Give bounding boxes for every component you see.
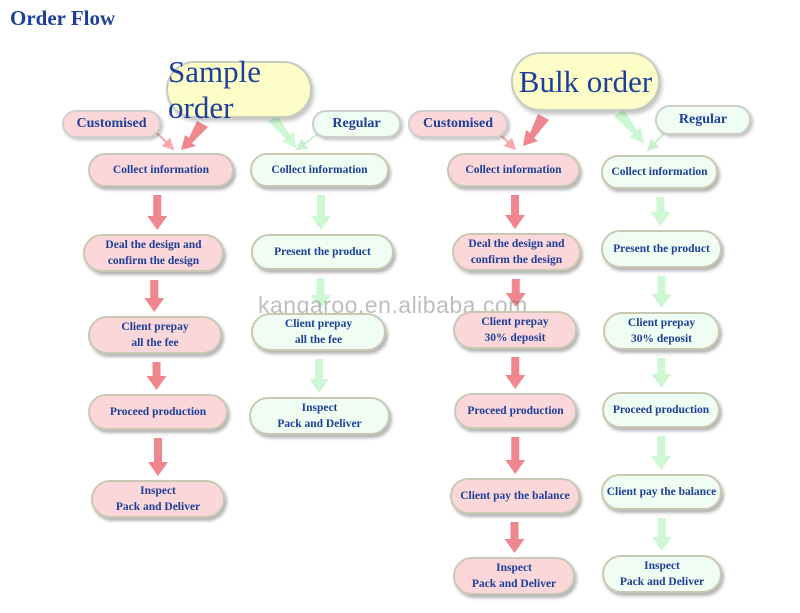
bulk-customised-arrow — [505, 279, 526, 307]
bulk-regular-arrow — [651, 436, 672, 470]
bulk-regular-branch-arrow — [614, 110, 644, 144]
bulk-customised-arrow — [505, 357, 526, 389]
sample-regular-step: Inspect Pack and Deliver — [249, 397, 390, 435]
sample-regular-step: Collect information — [250, 153, 389, 187]
bulk-customised-step: Inspect Pack and Deliver — [453, 557, 575, 595]
sample-regular-arrow — [311, 195, 331, 230]
sample-regular-arrow — [309, 359, 329, 393]
bulk-regular-arrow — [651, 518, 672, 551]
sample-customised-step: Deal the design and confirm the design — [83, 234, 224, 272]
sample-customised-step: Proceed production — [88, 394, 228, 430]
bulk-regular-step: Inspect Pack and Deliver — [602, 555, 722, 593]
sample-customised-arrow — [146, 362, 167, 390]
sample-customised-tag: Customised — [62, 110, 161, 138]
bulk-customised-arrow — [504, 522, 525, 553]
sample-customised-step: Collect information — [88, 153, 234, 187]
bulk-regular-arrow — [651, 358, 672, 388]
bulk-regular-arrow — [651, 276, 672, 308]
sample-customised-arrow — [144, 280, 165, 312]
sample-customised-step: Inspect Pack and Deliver — [91, 480, 225, 518]
bulk-customised-step: Client prepay 30% deposit — [453, 311, 577, 349]
sample-regular-arrow — [310, 278, 331, 309]
bulk-regular-step: Present the product — [601, 230, 722, 268]
bulk-order-bubble: Bulk order — [511, 52, 660, 111]
bulk-customised-step: Proceed production — [454, 393, 577, 429]
sample-regular-branch-arrow — [268, 116, 296, 148]
bulk-customised-arrow — [505, 437, 526, 474]
bulk-regular-tag: Regular — [655, 105, 751, 135]
bulk-regular-step: Client prepay 30% deposit — [603, 312, 720, 350]
sample-customised-branch-arrow — [181, 121, 208, 150]
bulk-customised-step: Collect information — [447, 153, 580, 187]
bulk-customised-step: Client pay the balance — [450, 478, 580, 514]
sample-order-bubble: Sample order — [166, 54, 312, 125]
bulk-regular-step: Proceed production — [602, 392, 720, 428]
bulk-regular-step: Client pay the balance — [601, 474, 722, 510]
sample-customised-arrow — [147, 195, 168, 230]
bulk-customised-arrow — [505, 195, 525, 229]
sample-customised-arrow — [148, 438, 168, 476]
page-title: Order Flow — [10, 6, 116, 30]
sample-regular-step: Client prepay all the fee — [251, 313, 386, 351]
sample-customised-step: Client prepay all the fee — [88, 316, 222, 354]
bulk-customised-branch-arrow — [523, 114, 549, 146]
bulk-regular-step: Collect information — [601, 155, 718, 189]
sample-regular-step: Present the product — [251, 234, 394, 270]
sample-regular-tag: Regular — [312, 110, 401, 138]
bulk-customised-tag: Customised — [408, 110, 508, 138]
bulk-customised-step: Deal the design and confirm the design — [452, 233, 581, 271]
bulk-regular-arrow — [650, 197, 671, 226]
